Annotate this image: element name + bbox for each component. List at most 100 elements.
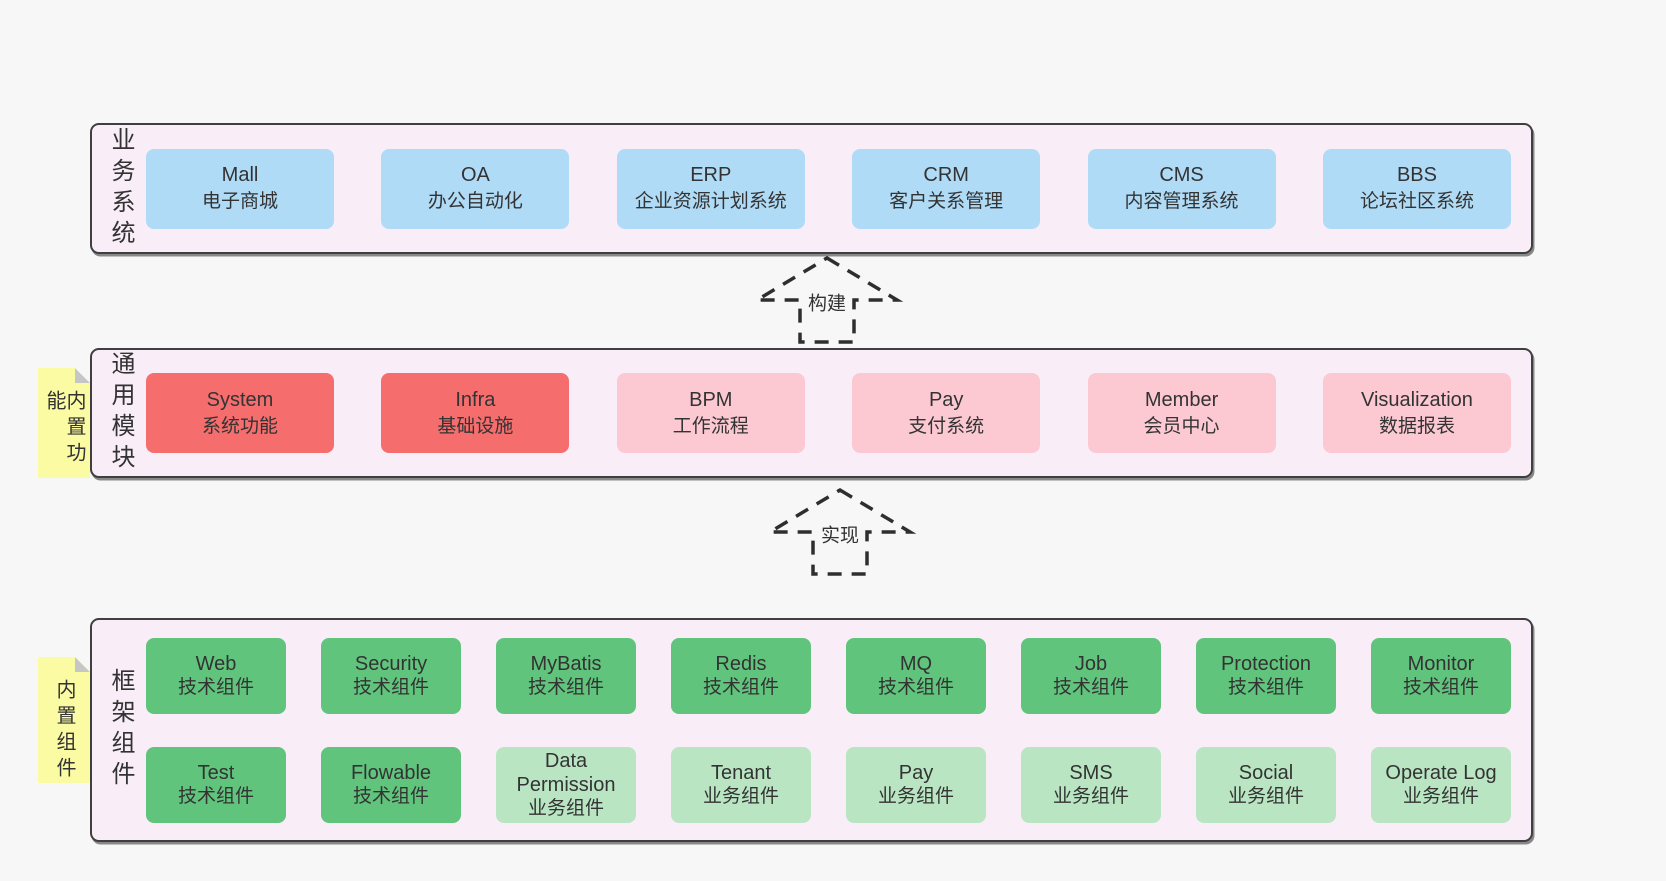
box-member-subtitle: 会员中心 (1143, 415, 1220, 437)
box-pay-component-subtitle: 业务组件 (877, 786, 954, 808)
box-web: Web 技术组件 (146, 637, 286, 714)
box-system-subtitle: 系统功能 (201, 415, 278, 437)
box-mq-subtitle: 技术组件 (877, 677, 954, 699)
box-pay-component: Pay 业务组件 (846, 746, 986, 823)
box-infra-subtitle: 基础设施 (437, 415, 514, 437)
box-mybatis-title: MyBatis (530, 652, 602, 675)
arrow-build-label: 构建 (804, 286, 850, 318)
box-redis: Redis 技术组件 (671, 637, 811, 714)
box-mq: MQ 技术组件 (846, 637, 986, 714)
box-visualization: Visualization 数据报表 (1322, 373, 1511, 453)
dashed-up-arrow-icon (750, 255, 904, 344)
box-security: Security 技术组件 (321, 637, 461, 714)
box-web-title: Web (195, 652, 237, 675)
panel-framework-components: 框架组件 Web 技术组件 Security 技术组件 MyBatis 技术组件… (90, 618, 1533, 842)
box-crm-subtitle: 客户关系管理 (889, 191, 1004, 213)
box-monitor: Monitor 技术组件 (1371, 637, 1511, 714)
box-erp-title: ERP (690, 164, 732, 187)
box-mall: Mall 电子商城 (146, 148, 334, 229)
box-visualization-title: Visualization (1360, 388, 1473, 411)
sticky-note-built-in-features: 内置功能 (38, 368, 90, 478)
box-oa-title: OA (460, 164, 490, 187)
common-box-row: System 系统功能 Infra 基础设施 BPM 工作流程 Pay 支付系统… (146, 373, 1511, 453)
box-operate-log: Operate Log 业务组件 (1371, 746, 1511, 823)
box-pay-module-subtitle: 支付系统 (908, 415, 985, 437)
box-crm: CRM 客户关系管理 (852, 148, 1041, 229)
arrow-implement-label: 实现 (817, 518, 863, 550)
box-social-title: Social (1238, 761, 1294, 784)
panel-framework-label: 框架组件 (107, 668, 134, 792)
box-flowable-title: Flowable (350, 761, 432, 784)
sticky-framework-label: 内置组件 (53, 679, 75, 783)
box-mybatis-subtitle: 技术组件 (527, 677, 604, 699)
business-boxes-area: Mall 电子商城 OA 办公自动化 ERP 企业资源计划系统 CRM 客户关系… (138, 148, 1531, 229)
box-bbs-title: BBS (1396, 164, 1437, 187)
panel-business-systems: 业务系统 Mall 电子商城 OA 办公自动化 ERP 企业资源计划系统 CRM… (90, 123, 1533, 254)
box-data-permission-title: Data Permission (516, 749, 616, 796)
box-oa: OA 办公自动化 (381, 148, 570, 229)
box-social: Social 业务组件 (1196, 746, 1336, 823)
sticky-fold-icon (75, 657, 90, 672)
box-mall-subtitle: 电子商城 (201, 191, 278, 213)
box-tenant-title: Tenant (710, 761, 772, 784)
box-test: Test 技术组件 (146, 746, 286, 823)
box-tenant-subtitle: 业务组件 (702, 786, 779, 808)
box-job: Job 技术组件 (1021, 637, 1161, 714)
box-monitor-subtitle: 技术组件 (1402, 677, 1479, 699)
box-pay-module-title: Pay (928, 388, 964, 411)
sticky-common-label: 内置功能 (43, 390, 85, 468)
box-redis-subtitle: 技术组件 (702, 677, 779, 699)
box-web-subtitle: 技术组件 (177, 677, 254, 699)
framework-box-row-1: Web 技术组件 Security 技术组件 MyBatis 技术组件 Redi… (146, 637, 1511, 714)
box-visualization-subtitle: 数据报表 (1378, 415, 1455, 437)
box-tenant: Tenant 业务组件 (671, 746, 811, 823)
box-system: System 系统功能 (146, 373, 334, 453)
box-sms-title: SMS (1069, 761, 1113, 784)
box-operate-log-title: Operate Log (1385, 761, 1497, 784)
box-erp: ERP 企业资源计划系统 (616, 148, 805, 229)
box-pay-module: Pay 支付系统 (852, 373, 1041, 453)
box-flowable: Flowable 技术组件 (321, 746, 461, 823)
box-data-permission-subtitle: 业务组件 (527, 798, 604, 820)
box-operate-log-subtitle: 业务组件 (1402, 786, 1479, 808)
box-redis-title: Redis (715, 652, 767, 675)
box-infra-title: Infra (455, 388, 496, 411)
box-protection-title: Protection (1220, 652, 1312, 675)
box-mq-title: MQ (899, 652, 933, 675)
box-cms-subtitle: 内容管理系统 (1124, 191, 1239, 213)
box-cms-title: CMS (1159, 164, 1204, 187)
common-boxes-area: System 系统功能 Infra 基础设施 BPM 工作流程 Pay 支付系统… (138, 373, 1531, 453)
panel-common-label: 通用模块 (107, 351, 134, 475)
box-data-permission: Data Permission 业务组件 (496, 746, 636, 823)
box-protection-subtitle: 技术组件 (1227, 677, 1304, 699)
box-member: Member 会员中心 (1087, 373, 1276, 453)
box-crm-title: CRM (923, 164, 969, 187)
framework-boxes-area: Web 技术组件 Security 技术组件 MyBatis 技术组件 Redi… (138, 637, 1531, 823)
box-protection: Protection 技术组件 (1196, 637, 1336, 714)
box-security-title: Security (354, 652, 428, 675)
box-security-subtitle: 技术组件 (352, 677, 429, 699)
box-mall-title: Mall (221, 164, 259, 187)
sticky-note-built-in-components: 内置组件 (38, 657, 90, 783)
box-test-subtitle: 技术组件 (177, 786, 254, 808)
box-system-title: System (206, 388, 274, 411)
arrow-build: 构建 (745, 254, 909, 346)
box-mybatis: MyBatis 技术组件 (496, 637, 636, 714)
box-test-title: Test (197, 761, 235, 784)
sticky-fold-icon (75, 368, 90, 383)
box-erp-subtitle: 企业资源计划系统 (634, 191, 787, 213)
business-box-row: Mall 电子商城 OA 办公自动化 ERP 企业资源计划系统 CRM 客户关系… (146, 148, 1511, 229)
box-sms: SMS 业务组件 (1021, 746, 1161, 823)
box-monitor-title: Monitor (1407, 652, 1475, 675)
box-sms-subtitle: 业务组件 (1052, 786, 1129, 808)
box-flowable-subtitle: 技术组件 (352, 786, 429, 808)
framework-box-row-2: Test 技术组件 Flowable 技术组件 Data Permission … (146, 746, 1511, 823)
box-oa-subtitle: 办公自动化 (427, 191, 523, 213)
box-member-title: Member (1144, 388, 1219, 411)
dashed-up-arrow-icon (763, 487, 917, 576)
panel-common-modules: 通用模块 System 系统功能 Infra 基础设施 BPM 工作流程 Pay… (90, 348, 1533, 478)
box-pay-component-title: Pay (898, 761, 934, 784)
arrow-implement: 实现 (758, 486, 922, 578)
panel-business-label: 业务系统 (107, 126, 134, 251)
box-infra: Infra 基础设施 (381, 373, 570, 453)
